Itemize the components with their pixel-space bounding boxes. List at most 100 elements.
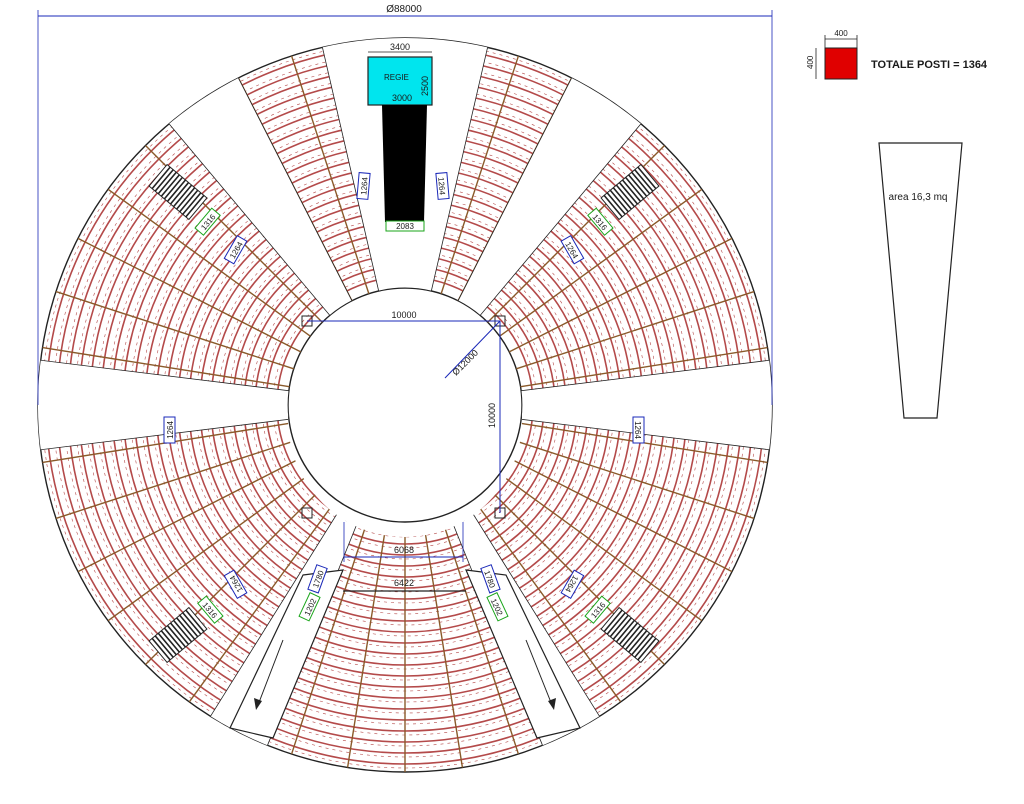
stair-tread	[609, 614, 629, 638]
stair-tread	[160, 630, 180, 653]
arena-bottom-outer-width: 6422	[394, 578, 414, 588]
radial-aisle	[188, 499, 337, 703]
radial-aisle	[499, 188, 703, 337]
aisle-gap	[520, 359, 772, 451]
aisle-gap	[37, 359, 290, 451]
radial-aisle	[77, 237, 302, 353]
radial-aisle	[508, 457, 733, 573]
seat-legend-height: 400	[806, 55, 815, 69]
stairs-lower-right	[600, 606, 660, 664]
aisle-label-left: 1264	[166, 421, 175, 439]
radial-aisle	[42, 346, 290, 388]
stair-tread	[618, 622, 639, 645]
area-label: area 16,3 mq	[889, 192, 948, 203]
stair-tread	[182, 612, 202, 635]
stair-tread	[634, 169, 654, 192]
stairs-upper-left	[148, 163, 208, 221]
stair-tread	[628, 174, 648, 197]
stair-tread	[176, 187, 196, 210]
stair-tread	[603, 609, 623, 633]
radial-aisle	[440, 516, 520, 755]
stair-tread	[182, 192, 202, 215]
seat-legend-square	[824, 47, 858, 80]
stair-tread	[154, 169, 174, 192]
radial-aisle	[107, 188, 311, 337]
radial-aisle	[508, 237, 733, 353]
radial-aisle	[107, 473, 311, 622]
stair-tread	[606, 192, 626, 215]
stair-tread	[157, 632, 177, 656]
stairs-lower-left	[148, 606, 208, 664]
exit-arrow-right	[525, 639, 553, 706]
stair-tread	[166, 625, 187, 648]
arena-bottom-inner-width: 6068	[394, 545, 414, 555]
stair-tread	[615, 619, 636, 643]
stair-tread	[163, 176, 184, 200]
stair-tread	[618, 182, 639, 205]
stairs-upper-right	[600, 163, 660, 221]
stair-tread	[612, 617, 632, 640]
exit-corridor-left	[229, 569, 344, 739]
radial-aisle	[516, 290, 755, 370]
stair-tread	[151, 637, 171, 661]
stair-tread	[624, 176, 645, 200]
stair-tread	[160, 174, 180, 197]
stair-tread	[166, 179, 187, 202]
stair-tread	[169, 182, 190, 205]
exit-arrowhead-right	[548, 698, 556, 710]
radial-aisle	[55, 290, 294, 370]
stair-tread	[612, 187, 632, 210]
stair-tread	[615, 184, 636, 208]
stair-tread	[637, 166, 657, 190]
radial-aisle	[499, 473, 703, 622]
total-seats: TOTALE POSTI = 1364	[871, 59, 988, 71]
stair-tread	[172, 619, 193, 643]
area-legend: area 16,3 mq	[878, 142, 963, 419]
exit-arrowhead-left	[254, 698, 262, 710]
stair-tread	[634, 635, 654, 658]
radial-aisle	[77, 457, 302, 573]
stair-tread	[609, 189, 629, 213]
booth-bottom-box	[385, 220, 425, 232]
stair-tread	[172, 184, 193, 208]
stair-tread	[628, 630, 648, 653]
radial-aisle	[290, 55, 370, 294]
stair-tread	[163, 627, 184, 651]
booth-width-top: 3400	[390, 42, 410, 52]
stair-tread	[603, 194, 623, 218]
stair-tread	[169, 622, 190, 645]
stair-tread	[154, 635, 174, 658]
radial-aisle	[473, 499, 622, 703]
area-trapezoid	[878, 142, 963, 419]
stair-tread	[621, 179, 642, 202]
arena-diameter-line	[444, 320, 501, 379]
stair-tread	[631, 171, 651, 195]
arena-side-height: 10000	[487, 403, 497, 428]
arena-top-width: 10000	[391, 310, 416, 320]
overall-diameter-label: Ø88000	[386, 4, 422, 15]
booth-bottom-width: 2083	[396, 222, 414, 231]
stair-tread	[157, 171, 177, 195]
stair-tread	[151, 166, 171, 190]
exit-arrow-left	[257, 639, 284, 706]
aisle-label-right: 1264	[633, 421, 642, 439]
radial-aisle	[55, 440, 294, 520]
radial-aisle	[440, 55, 520, 294]
stair-tread	[179, 614, 199, 638]
seat-legend-width: 400	[834, 29, 848, 38]
stair-tread	[621, 625, 642, 648]
radial-aisle	[520, 346, 768, 388]
control-booth: 3400 REGIE 3000 2500 2083	[367, 42, 433, 232]
radial-aisle	[290, 516, 370, 755]
stair-tread	[179, 189, 199, 213]
stair-tread	[176, 617, 196, 640]
booth-depth: 2500	[420, 76, 430, 96]
stair-tread	[637, 637, 657, 661]
booth-label: REGIE	[384, 73, 409, 82]
seat-legend: 400 400 TOTALE POSTI = 1364	[806, 29, 988, 80]
radial-aisle	[516, 440, 755, 520]
aisle-label-top-right: 1264	[436, 177, 447, 196]
radial-aisle	[422, 520, 464, 768]
booth-width-inner: 3000	[392, 93, 412, 103]
